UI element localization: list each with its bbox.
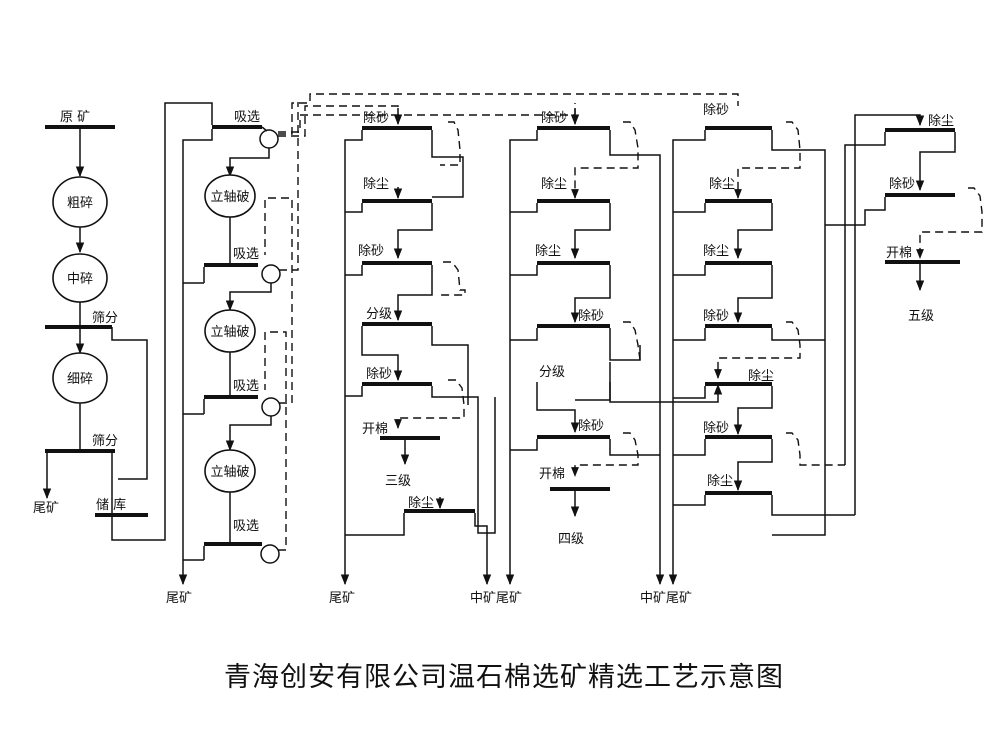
fine-crusher-label: 细碎 [67,372,93,387]
c4-classify-label: 分级 [539,365,565,380]
screen-1-label: 筛分 [92,311,118,326]
c5-dedust-3-label: 除尘 [748,369,774,384]
cyclone-1 [259,129,279,149]
suction-label-2: 吸选 [233,247,259,262]
suction-crushing-column: 吸选 立轴破 吸选 立轴破 吸选 立轴破 吸选 尾矿 [166,93,739,606]
refining-column-5: 除砂 除尘 除尘 除砂 除尘 除砂 除尘 中矿 尾矿 [640,103,855,606]
c5-middling-label: 中矿 [640,591,666,606]
refining-column-3: 除砂 除尘 除砂 分级 除砂 开棉 三级 除尘 尾矿 中矿 尾矿 [329,108,522,606]
c3-opener-label: 开棉 [362,422,388,437]
c3-dedust-1-label: 除尘 [363,177,389,192]
c6-opener-label: 开棉 [886,246,912,261]
c3-desand-1-label: 除砂 [363,111,389,126]
vsi-crusher-2-label: 立轴破 [210,325,249,340]
crushing-column: 原 矿 粗碎 中碎 筛分 细碎 筛分 尾矿 储 库 [33,102,213,541]
c3-tailing-label: 尾矿 [329,591,355,606]
screen-2-label: 筛分 [92,434,118,449]
tailing-label-2: 尾矿 [166,591,192,606]
cyclone-3 [261,397,281,417]
suction-label-1: 吸选 [234,110,260,125]
c4-desand-3-label: 除砂 [578,419,604,434]
c5-tailing-label: 尾矿 [666,591,692,606]
c5-dedust-2-label: 除尘 [703,244,729,259]
c4-desand-2-label: 除砂 [578,309,604,324]
flowsheet-diagram: 原 矿 粗碎 中碎 筛分 细碎 筛分 尾矿 储 库 吸选 立轴破 吸选 [33,93,983,606]
c6-dedust-label: 除尘 [928,114,954,129]
storage-label: 储 库 [96,497,126,513]
c3-desand-2-label: 除砂 [358,244,384,259]
c4-desand-1-label: 除砂 [541,111,567,126]
c4-dedust-1-label: 除尘 [541,177,567,192]
c5-desand-3-label: 除砂 [703,421,729,436]
c3-desand-3-label: 除砂 [366,367,392,382]
medium-crusher-label: 中碎 [67,272,93,287]
refining-column-4: 除砂 除尘 除尘 除砂 分级 除砂 开棉 四级 [505,108,723,586]
c5-desand-2-label: 除砂 [703,309,729,324]
c3-middling-label: 中矿 [470,591,496,606]
coarse-crusher-label: 粗碎 [67,196,93,211]
page-title: 青海创安有限公司温石棉选矿精选工艺示意图 [224,662,784,693]
c4-grade-label: 四级 [558,532,584,547]
cyclone-2 [261,264,281,284]
c5-dedust-4-label: 除尘 [707,474,733,489]
suction-label-3: 吸选 [233,379,259,394]
c5-dedust-1-label: 除尘 [709,177,735,192]
c3-tailing-2-label: 尾矿 [496,591,522,606]
c4-opener-label: 开棉 [539,467,565,482]
c4-dedust-2-label: 除尘 [535,244,561,259]
raw-ore-label: 原 矿 [60,110,90,125]
cyclone-4 [260,544,280,564]
refining-column-6: 除尘 除砂 开棉 五级 [825,114,983,515]
c5-desand-1-label: 除砂 [703,103,729,118]
c3-dedust-2-label: 除尘 [408,496,434,511]
c3-classify-label: 分级 [366,307,392,322]
tailing-label-1: 尾矿 [33,501,59,516]
vsi-crusher-3-label: 立轴破 [210,465,249,480]
c6-grade-label: 五级 [908,309,934,324]
vsi-crusher-1-label: 立轴破 [210,190,249,205]
suction-label-4: 吸选 [233,519,259,534]
c6-desand-label: 除砂 [889,177,915,192]
c3-grade-label: 三级 [385,474,411,489]
